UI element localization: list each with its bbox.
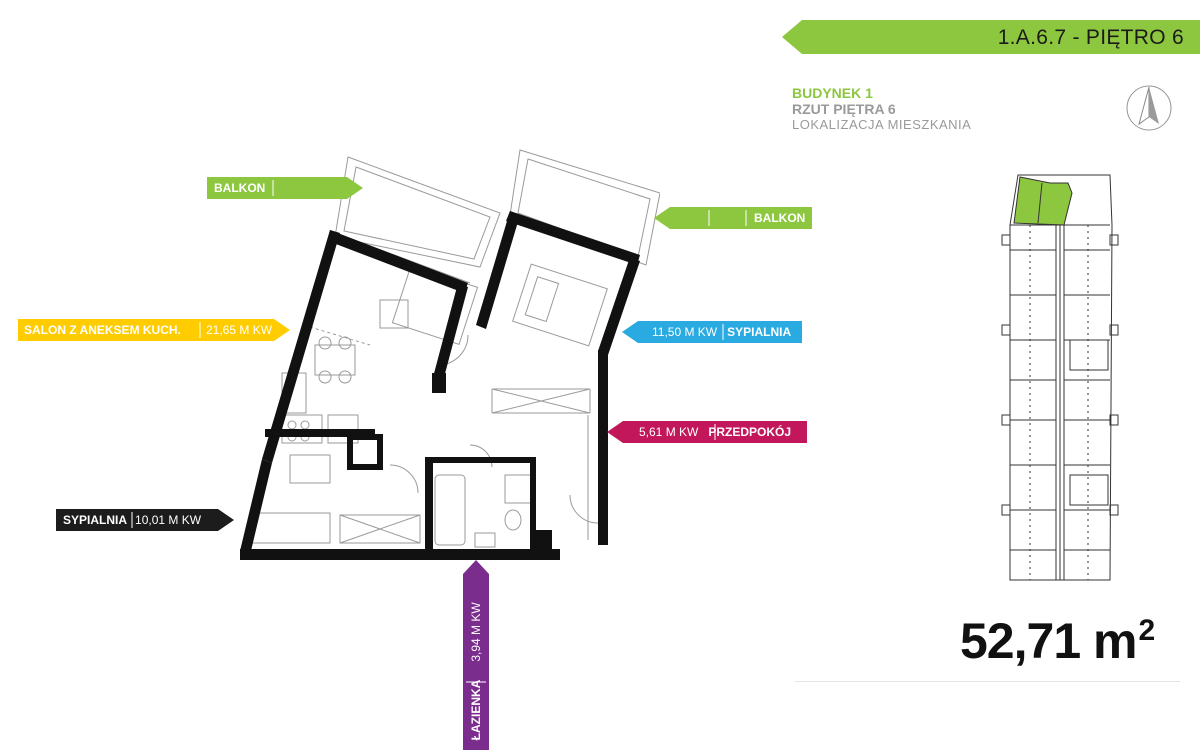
building-location-minimap bbox=[1001, 174, 1119, 581]
wall-right bbox=[598, 350, 608, 545]
desk bbox=[289, 454, 331, 484]
highlighted-apartment bbox=[1013, 176, 1073, 226]
wall-living-right bbox=[432, 283, 468, 385]
bed-left bbox=[251, 512, 331, 544]
bed-right bbox=[512, 263, 608, 347]
tag-balcony-left: BALKON bbox=[207, 177, 363, 199]
wall-right-upper bbox=[598, 257, 640, 355]
washbasin bbox=[504, 474, 534, 504]
floor-plan-drawing bbox=[240, 149, 660, 560]
living-room-area: 21,65 M KW bbox=[206, 323, 273, 337]
tag-balcony-right: BALKON bbox=[654, 207, 812, 229]
wall-bottom bbox=[240, 549, 560, 560]
wall-top-left bbox=[328, 230, 468, 293]
header-banner-shape bbox=[782, 20, 1200, 54]
tag-bathroom: ŁAZIENKA 3,94 M KW bbox=[463, 560, 489, 750]
bedroom-left-area: 10,01 M KW bbox=[135, 513, 202, 527]
tag-bedroom-left: SYPIALNIA 10,01 M KW bbox=[56, 509, 234, 531]
total-area-unit: 2 bbox=[1138, 614, 1155, 647]
north-compass-icon bbox=[1125, 84, 1173, 132]
bathtub bbox=[434, 474, 466, 546]
hall-area: 5,61 M KW bbox=[639, 425, 699, 439]
unit-header-banner: 1.A.6.7 - PIĘTRO 6 bbox=[782, 20, 1200, 54]
location-label: LOKALIZACJA MIESZKANIA bbox=[792, 117, 972, 132]
dining-table bbox=[314, 344, 356, 376]
balcony-right-name: BALKON bbox=[754, 211, 806, 225]
info-block: BUDYNEK 1 RZUT PIĘTRA 6 LOKALIZACJA MIES… bbox=[792, 85, 971, 133]
wall-bedroom-left bbox=[476, 211, 520, 329]
balcony-right-outline bbox=[509, 149, 660, 266]
bedroom-right-area: 11,50 M KW bbox=[652, 325, 718, 339]
building-label: BUDYNEK 1 bbox=[792, 85, 873, 101]
balcony-left-outline bbox=[334, 156, 501, 268]
tag-living-room: SALON Z ANEKSEM KUCH. 21,65 M KW bbox=[18, 319, 290, 341]
tag-bedroom-right: 11,50 M KW SYPIALNIA bbox=[622, 321, 802, 343]
toilet bbox=[504, 509, 522, 531]
divider-line bbox=[795, 681, 1180, 682]
unit-code: 1.A.6.7 - PIĘTRO 6 bbox=[997, 26, 1184, 49]
bathroom-area: 3,94 M KW bbox=[469, 602, 483, 662]
total-area: 52,71 m2 bbox=[960, 612, 1155, 670]
hall-name: PRZEDPOKÓJ bbox=[708, 425, 792, 439]
tag-hall: 5,61 M KW PRZEDPOKÓJ bbox=[607, 421, 807, 443]
total-area-value: 52,71 m bbox=[960, 613, 1137, 669]
wall-top-right bbox=[506, 211, 640, 265]
bedroom-left-name: SYPIALNIA bbox=[63, 513, 128, 527]
living-room-name: SALON Z ANEKSEM KUCH. bbox=[24, 323, 181, 337]
balcony-left-name: BALKON bbox=[214, 181, 266, 195]
bedroom-right-name: SYPIALNIA bbox=[727, 325, 792, 339]
floor-plan-label: RZUT PIĘTRA 6 bbox=[792, 101, 896, 117]
wall-left-upper bbox=[262, 230, 340, 463]
bathroom-name: ŁAZIENKA bbox=[469, 679, 483, 741]
